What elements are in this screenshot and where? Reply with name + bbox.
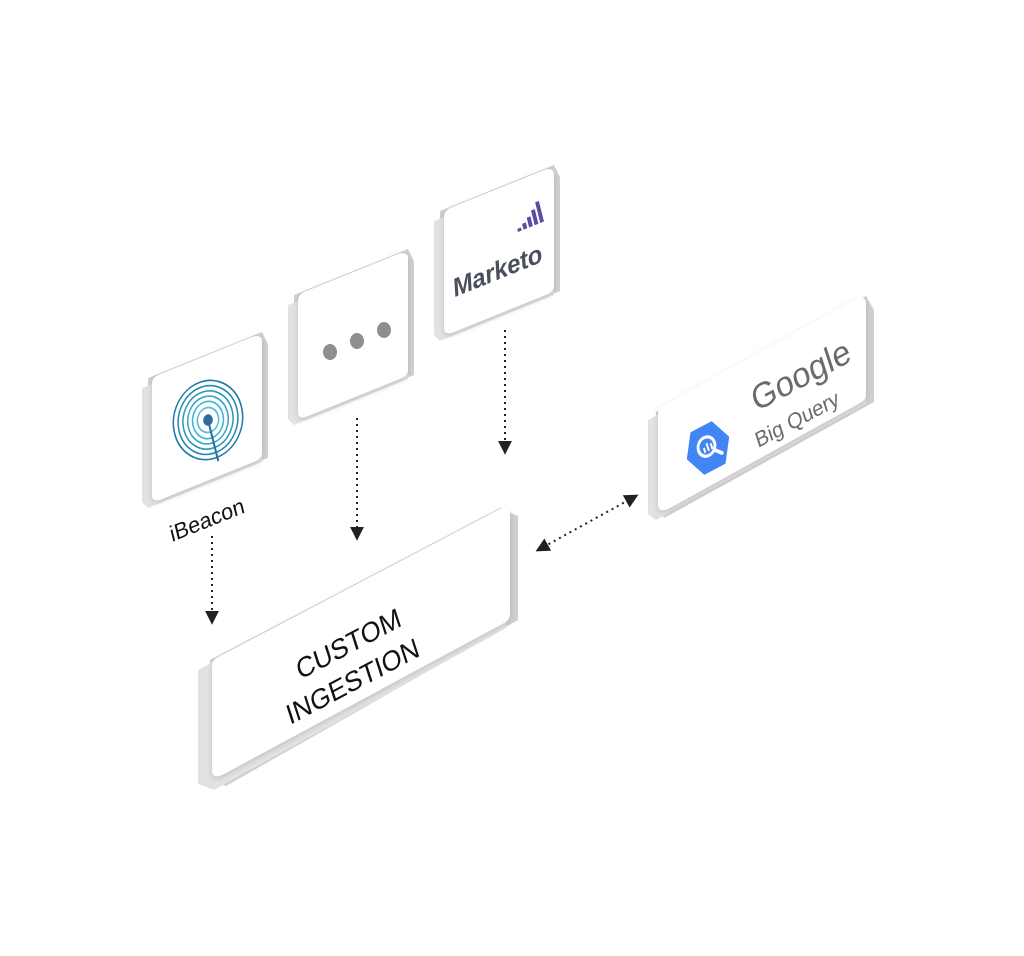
ibeacon-label: iBeacon xyxy=(167,493,247,547)
marketo-bars-icon xyxy=(517,200,544,232)
ellipsis-icon xyxy=(323,322,391,360)
edges xyxy=(205,330,639,625)
bigquery-hexagon-icon xyxy=(686,421,730,475)
marketo-tile xyxy=(434,165,560,341)
edge-ingestion-bigquery xyxy=(535,494,639,552)
more-sources-tile xyxy=(288,249,414,425)
bigquery-tile xyxy=(648,296,874,520)
ibeacon-rings-icon xyxy=(172,379,244,462)
ibeacon-tile xyxy=(142,332,268,508)
custom-ingestion-tile xyxy=(198,507,518,790)
